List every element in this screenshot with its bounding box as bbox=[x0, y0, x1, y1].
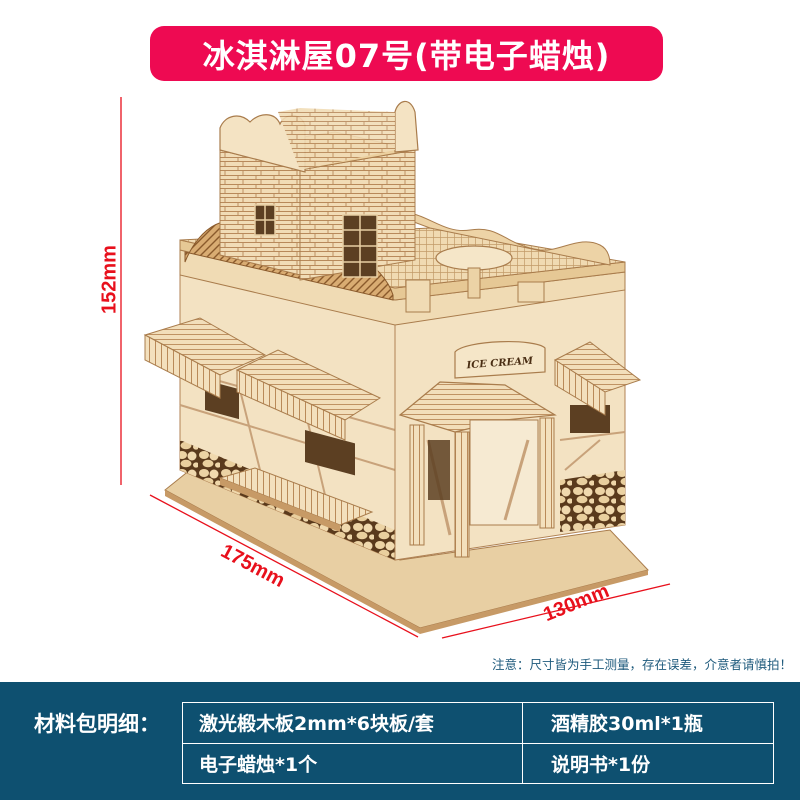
product-title: 冰淇淋屋07号(带电子蜡烛) bbox=[202, 36, 611, 75]
table-row: 激光椴木板2mm*6块板/套 酒精胶30ml*1瓶 bbox=[182, 702, 774, 744]
material-item: 酒精胶30ml*1瓶 bbox=[522, 702, 774, 744]
material-item: 电子蜡烛*1个 bbox=[182, 742, 523, 784]
dimension-lines bbox=[120, 97, 671, 639]
materials-label: 材料包明细： bbox=[34, 712, 160, 736]
table-row: 电子蜡烛*1个 说明书*1份 bbox=[182, 742, 774, 784]
width-dimension-line bbox=[441, 583, 671, 639]
height-dimension-label: 152mm bbox=[98, 245, 121, 314]
materials-table: 激光椴木板2mm*6块板/套 酒精胶30ml*1瓶 电子蜡烛*1个 说明书*1份 bbox=[182, 702, 774, 784]
shop-sign: ICE CREAM bbox=[465, 356, 534, 372]
length-dimension-line bbox=[149, 494, 419, 638]
product-image: ICE CREAM bbox=[120, 97, 671, 639]
material-item: 说明书*1份 bbox=[522, 742, 774, 784]
title-banner: 冰淇淋屋07号(带电子蜡烛) bbox=[150, 26, 663, 81]
measurement-notice: 注意：尺寸皆为手工测量，存在误差，介意者请慎拍！ bbox=[491, 657, 792, 672]
material-item: 激光椴木板2mm*6块板/套 bbox=[182, 702, 523, 744]
